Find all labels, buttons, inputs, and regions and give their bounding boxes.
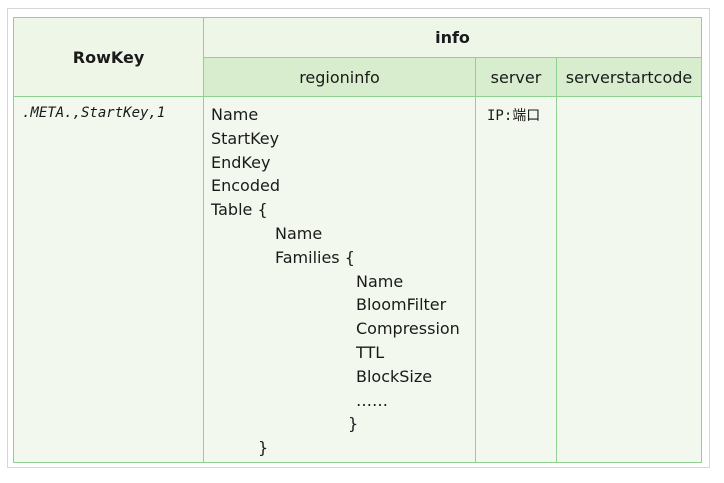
regioninfo-line: TTL bbox=[356, 342, 385, 362]
regioninfo-header: regioninfo bbox=[203, 57, 476, 97]
regioninfo-line: Compression bbox=[356, 319, 460, 339]
regioninfo-line: Name bbox=[275, 223, 323, 243]
serverstartcode-header: serverstartcode bbox=[555, 57, 703, 97]
meta-table: RowKey info regioninfo server serverstar… bbox=[13, 17, 703, 463]
info-header: info bbox=[202, 17, 703, 58]
rowkey-header: RowKey bbox=[13, 17, 204, 97]
regioninfo-line: BlockSize bbox=[356, 366, 433, 386]
regioninfo-line: Encoded bbox=[211, 176, 280, 196]
regioninfo-lines: Name StartKey EndKey Encoded Table { Nam… bbox=[204, 97, 475, 460]
server-value: IP:端口 bbox=[487, 108, 541, 124]
regioninfo-line: } bbox=[258, 438, 269, 458]
regioninfo-line: Families { bbox=[275, 247, 355, 267]
serverstartcode-cell bbox=[555, 96, 703, 463]
server-cell: IP:端口 bbox=[475, 96, 557, 463]
regioninfo-line: Name bbox=[211, 105, 259, 124]
regioninfo-line: …… bbox=[356, 390, 388, 410]
regioninfo-line: } bbox=[348, 414, 359, 434]
regioninfo-line: StartKey bbox=[211, 128, 280, 148]
server-header: server bbox=[475, 57, 557, 97]
regioninfo-line: Name bbox=[356, 271, 404, 291]
regioninfo-line: EndKey bbox=[211, 152, 271, 172]
rowkey-cell: .META.,StartKey,1 bbox=[13, 96, 204, 463]
rowkey-value: .META.,StartKey,1 bbox=[22, 105, 166, 121]
regioninfo-cell: Name StartKey EndKey Encoded Table { Nam… bbox=[203, 96, 476, 463]
regioninfo-line: Table { bbox=[211, 200, 268, 220]
regioninfo-line: BloomFilter bbox=[356, 295, 447, 315]
